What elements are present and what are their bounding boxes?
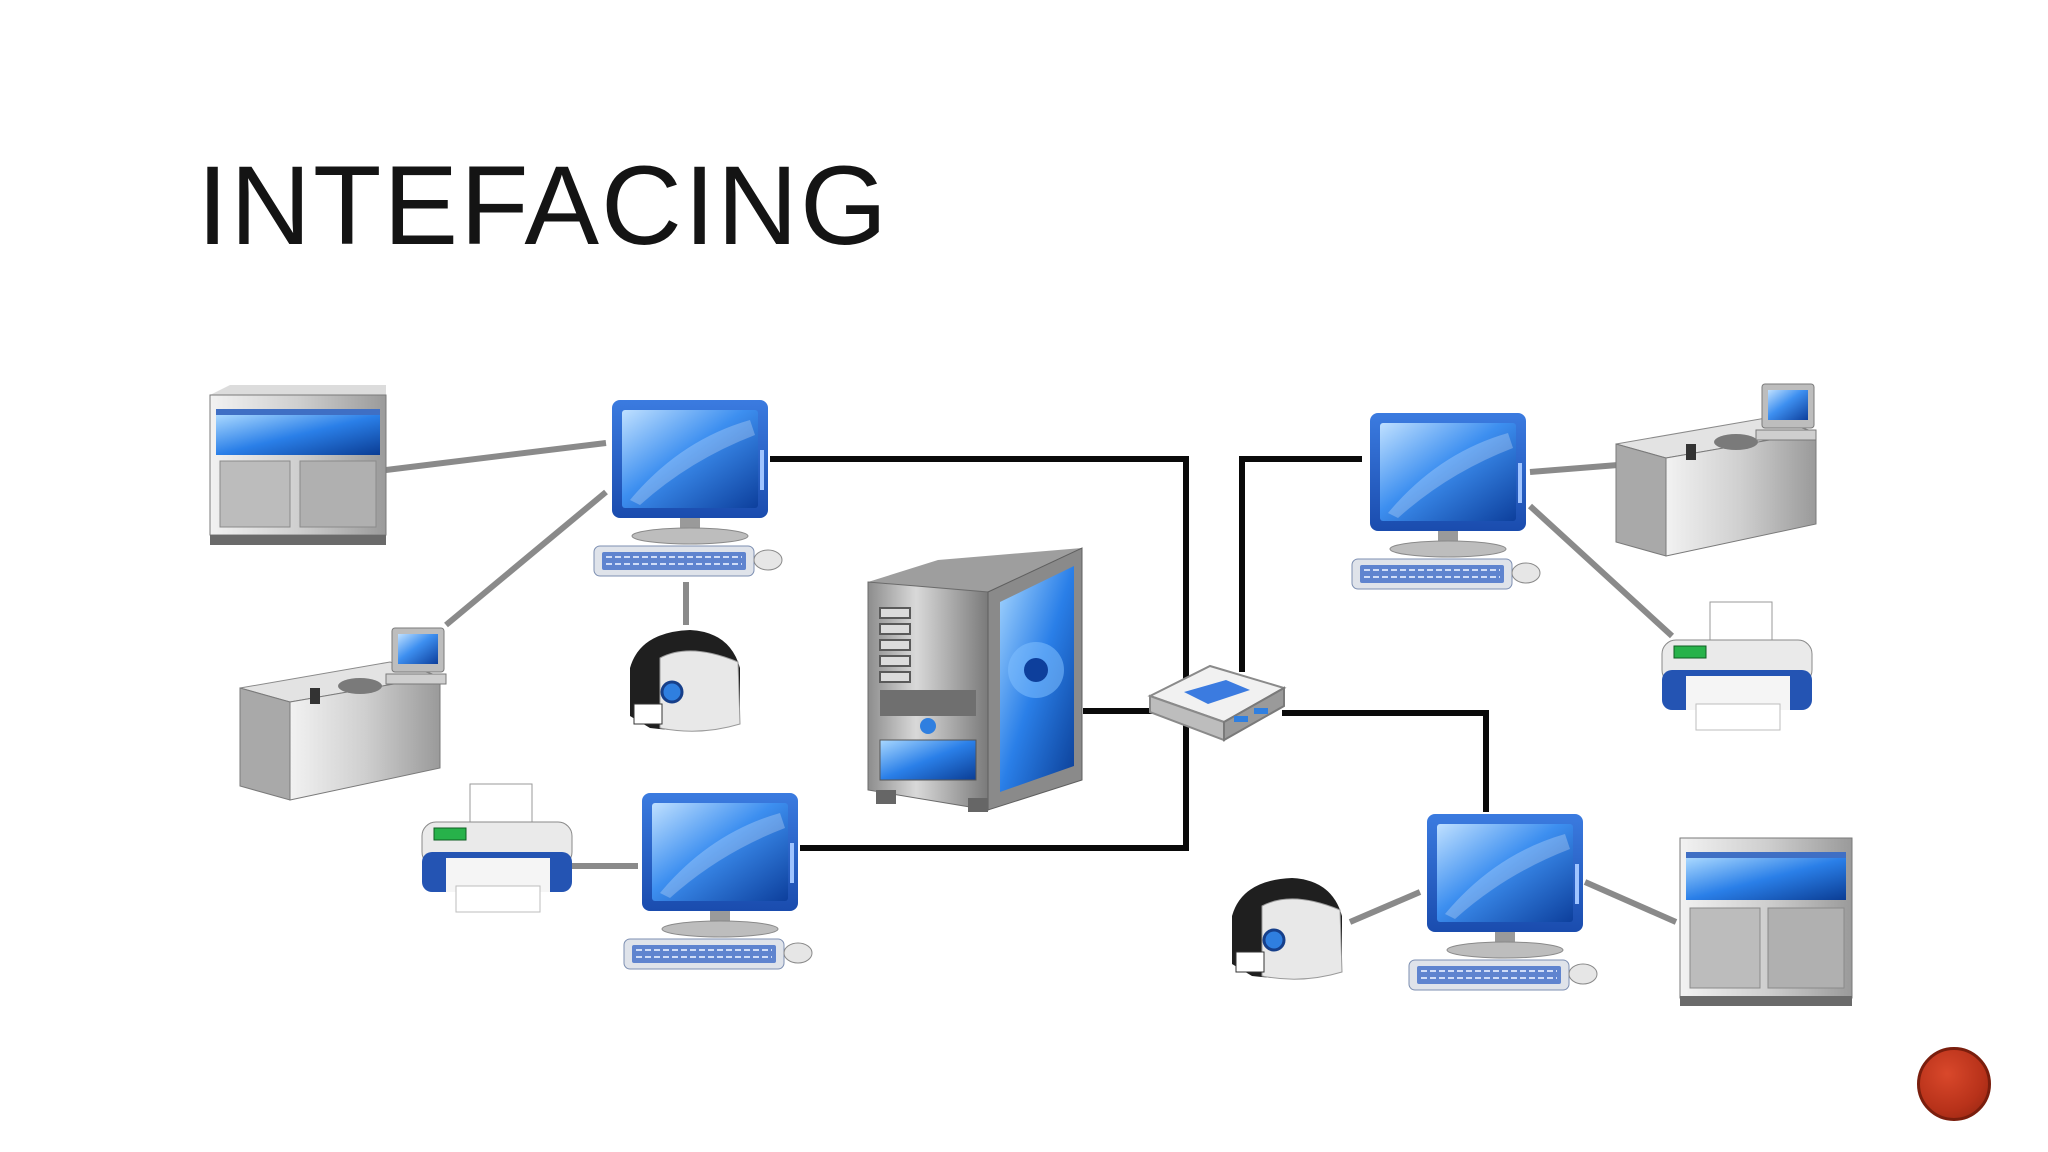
- network-connections: [770, 456, 1489, 851]
- link-label-printer-right: [1348, 889, 1422, 925]
- server-tower-icon: [867, 547, 1083, 812]
- fax-printer-right[interactable]: [1661, 601, 1813, 731]
- slide-number-badge[interactable]: [1917, 1047, 1991, 1121]
- analyzer-large-top-left[interactable]: [209, 385, 387, 545]
- analyzer-small-left[interactable]: [239, 627, 447, 801]
- lab-analyzer-icon: [1679, 837, 1853, 1006]
- link-analyzer-small-left: [444, 489, 608, 628]
- network-hub-icon: [1147, 664, 1287, 742]
- hub[interactable]: [1147, 664, 1287, 742]
- analyzer-large-bottom-right[interactable]: [1679, 837, 1853, 1006]
- workstation-top-right[interactable]: [1351, 413, 1541, 590]
- server[interactable]: [867, 547, 1083, 812]
- link-bottomleft-workstation-to-hub: [800, 720, 1189, 851]
- desktop-computer-icon: [1351, 413, 1541, 590]
- link-hub-to-bottomright-workstation: [1282, 710, 1489, 812]
- link-analyzer-large-top-left: [385, 440, 607, 473]
- workstation-top-left[interactable]: [593, 400, 783, 577]
- analyzer-small-top-right[interactable]: [1615, 383, 1817, 557]
- label-printer-left[interactable]: [630, 630, 741, 732]
- fax-printer-icon: [421, 783, 573, 913]
- label-printer-icon: [1232, 878, 1343, 980]
- fax-printer-icon: [1661, 601, 1813, 731]
- label-printer-icon: [630, 630, 741, 732]
- workstation-bottom-left[interactable]: [623, 793, 813, 970]
- link-analyzer-small-top-right: [1529, 462, 1619, 475]
- link-analyzer-large-bottom-right: [1583, 879, 1678, 925]
- desktop-computer-icon: [623, 793, 813, 970]
- desktop-computer-icon: [593, 400, 783, 577]
- desktop-computer-icon: [1408, 814, 1598, 991]
- fax-printer-left[interactable]: [421, 783, 573, 913]
- label-printer-right[interactable]: [1232, 878, 1343, 980]
- link-topleft-workstation-to-hub: [770, 456, 1189, 690]
- device-connections: [385, 440, 1678, 925]
- lab-analyzer-with-monitor-icon: [239, 627, 447, 801]
- slide-title: INTEFACING: [197, 143, 890, 268]
- link-hub-to-topright-workstation: [1239, 456, 1362, 672]
- workstation-bottom-right[interactable]: [1408, 814, 1598, 991]
- lab-analyzer-icon: [209, 385, 387, 545]
- link-fax-printer-right: [1527, 503, 1675, 639]
- lab-analyzer-with-monitor-icon: [1615, 383, 1817, 557]
